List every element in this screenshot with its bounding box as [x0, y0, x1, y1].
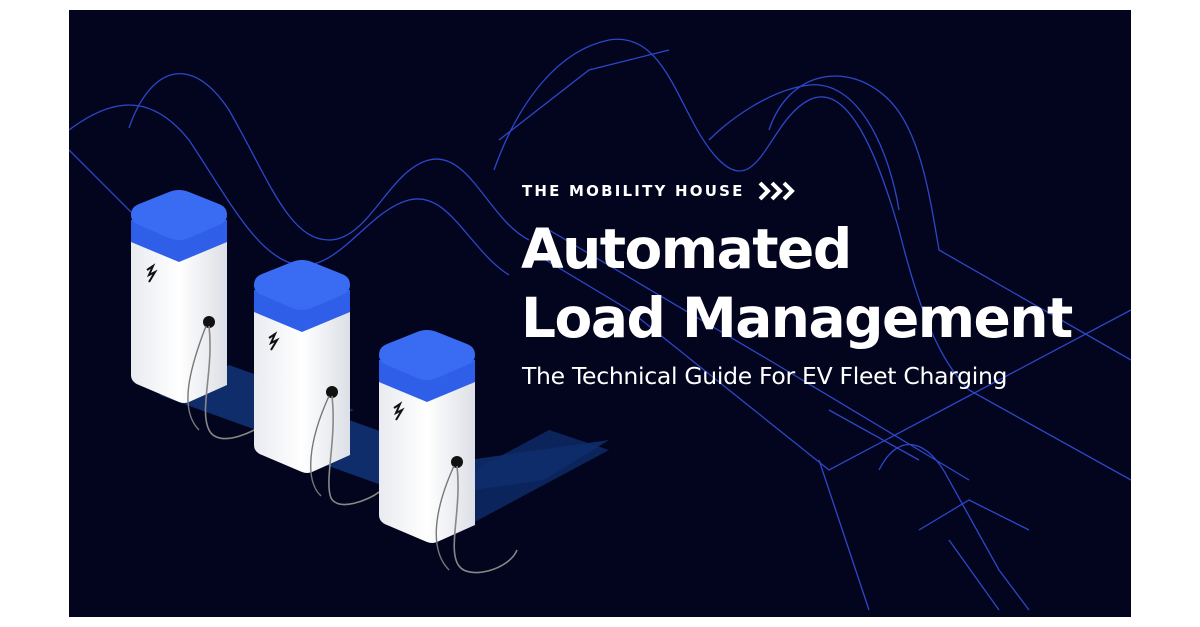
- brand-name: THE MOBILITY HOUSE: [522, 182, 745, 200]
- page-title: Automated Load Management: [521, 215, 1073, 353]
- wave-lines: [69, 38, 1131, 611]
- title-line-2: Load Management: [521, 286, 1073, 350]
- lightning-bolt-icon: [268, 331, 280, 351]
- background-illustration: [69, 38, 1131, 611]
- title-line-1: Automated: [521, 217, 852, 281]
- triple-chevron-right-icon: [758, 181, 795, 201]
- subtitle: The Technical Guide For EV Fleet Chargin…: [522, 362, 1008, 390]
- charger-unit: [131, 190, 270, 440]
- brand-logo: THE MOBILITY HOUSE: [522, 180, 797, 202]
- hero-banner: THE MOBILITY HOUSE Automated Load Manage…: [69, 10, 1131, 617]
- charger-unit: [254, 260, 380, 506]
- lightning-bolt-icon: [146, 263, 158, 283]
- lightning-bolt-icon: [393, 401, 405, 421]
- charger-unit: [379, 330, 518, 574]
